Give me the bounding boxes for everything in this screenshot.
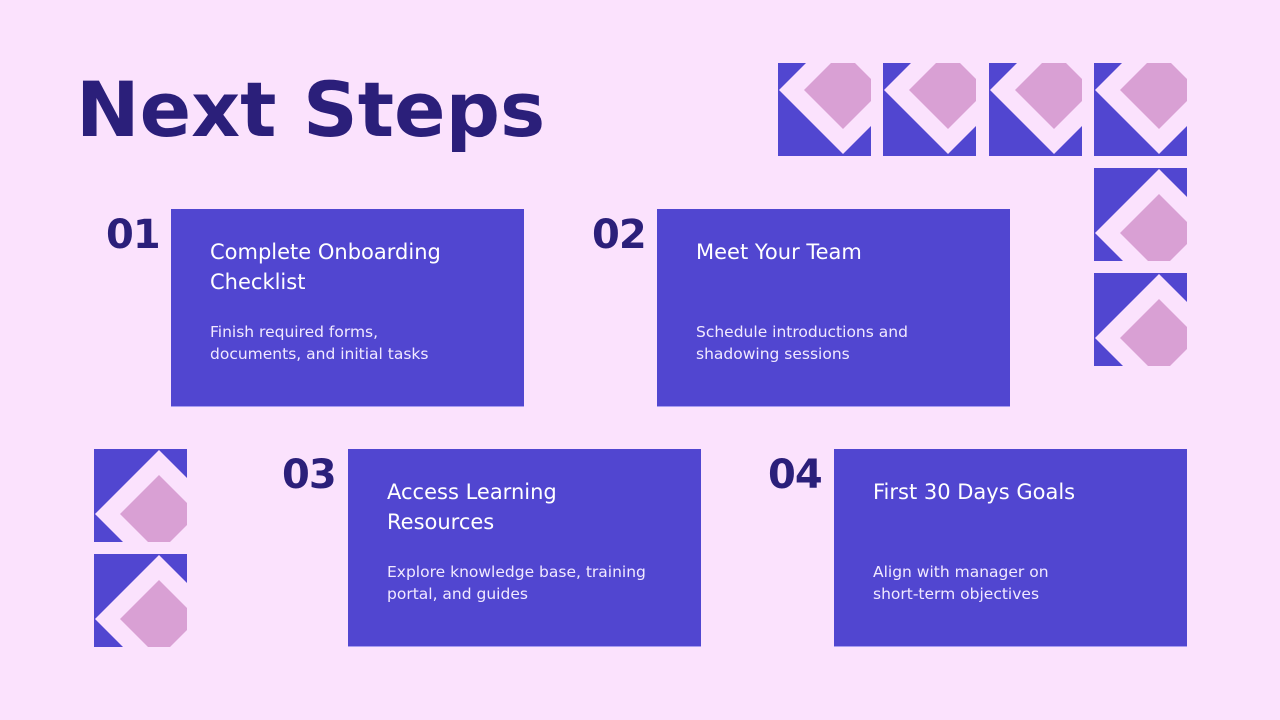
step-number: 04 [768,452,823,498]
step-description: Explore knowledge base, training portal,… [387,563,646,603]
step-number: 03 [282,452,337,498]
step-card: Access Learning Resources Explore knowle… [348,449,701,646]
diamond-tile-icon [1094,63,1187,156]
step-description: Finish required forms, documents, and in… [210,323,429,363]
step-description: Schedule introductions and shadowing ses… [696,323,908,363]
step-number: 01 [106,212,161,258]
step-title: Access Learning Resources [387,480,557,534]
step-title: Complete Onboarding Checklist [210,240,441,294]
step-card: Meet Your Team Schedule introductions an… [657,209,1010,406]
step-card: First 30 Days Goals Align with manager o… [834,449,1187,646]
diamond-tile-icon [1094,273,1187,366]
diamond-tile-icon [94,554,187,647]
step-number: 02 [592,212,647,258]
step-card: Complete Onboarding Checklist Finish req… [171,209,524,406]
step-title: First 30 Days Goals [873,480,1076,504]
diamond-tile-icon [883,63,976,156]
diamond-tile-icon [94,449,187,542]
diamond-tile-icon [778,63,871,156]
slide-title: Next Steps [76,65,546,154]
step-title: Meet Your Team [696,240,862,264]
diamond-tile-icon [1094,168,1187,261]
diamond-tile-icon [989,63,1082,156]
step-description: Align with manager on short-term objecti… [873,563,1049,603]
